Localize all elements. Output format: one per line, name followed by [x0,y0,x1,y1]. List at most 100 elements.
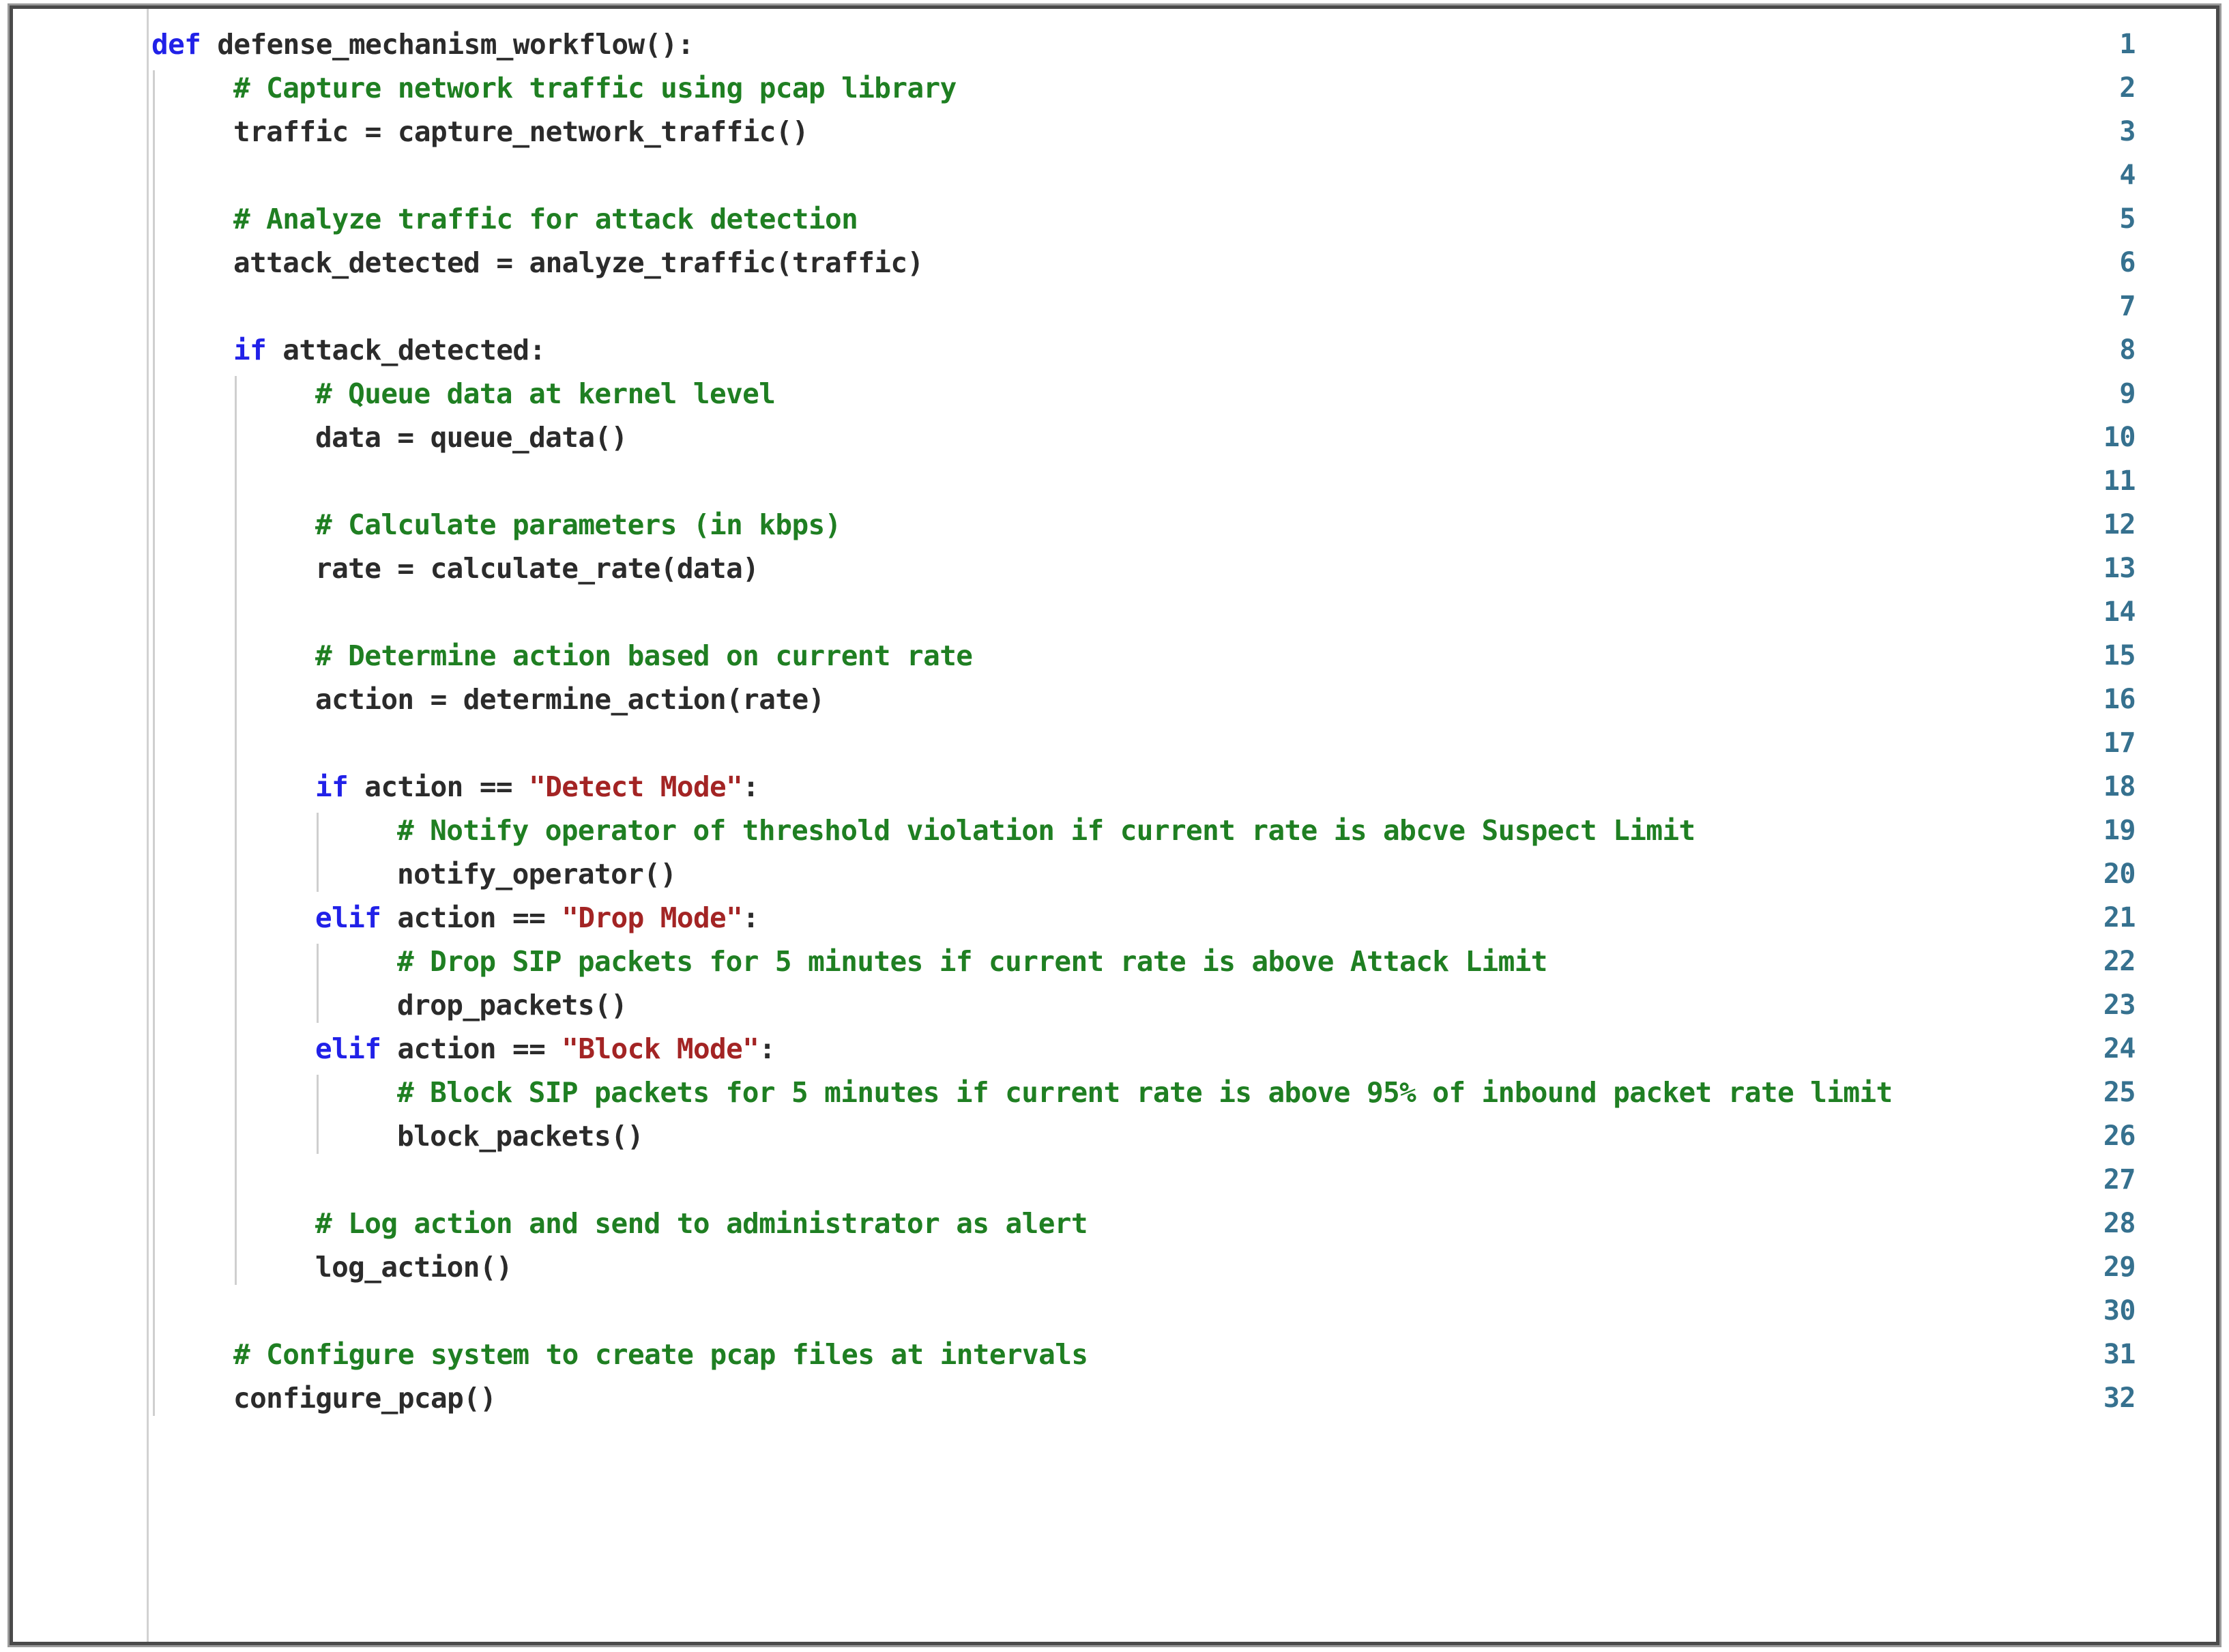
code-line[interactable]: # Analyze traffic for attack detection [233,197,858,241]
code-token-pln: action = determine_action(rate) [315,683,825,716]
line-number: 11 [2103,465,2136,497]
line-number: 28 [2103,1208,2136,1239]
code-line[interactable]: traffic = capture_network_traffic() [233,110,809,154]
code-token-pln: notify_operator() [397,858,677,890]
line-number-gutter [13,9,147,1642]
code-token-pln: attack_detected: [266,334,546,366]
code-token-pln: : [759,1032,776,1065]
code-token-pln: configure_pcap() [233,1382,497,1415]
line-number: 5 [2119,203,2136,235]
code-token-pln: drop_packets() [397,989,628,1021]
code-token-com: # Analyze traffic for attack detection [233,203,858,235]
indent-guide-level-3 [317,1075,319,1154]
indent-guide-level-2 [235,376,237,1285]
line-number: 16 [2103,684,2136,715]
indent-guide-level-3 [317,944,319,1023]
code-token-pln: attack_detected = analyze_traffic(traffi… [233,246,924,279]
line-number: 29 [2103,1251,2136,1283]
code-token-pln: action == [381,901,562,934]
code-line[interactable]: # Log action and send to administrator a… [315,1202,1088,1245]
line-number: 14 [2103,596,2136,628]
code-line[interactable]: log_action() [315,1245,513,1289]
line-number: 24 [2103,1033,2136,1064]
code-token-str: "Detect Mode" [529,770,743,803]
code-token-pln: data = queue_data() [315,421,628,454]
code-line[interactable]: # Calculate parameters (in kbps) [315,503,841,547]
code-token-pln: action == [348,770,529,803]
code-token-pln: : [742,901,759,934]
code-line[interactable]: # Block SIP packets for 5 minutes if cur… [397,1071,1893,1114]
code-line[interactable]: # Queue data at kernel level [315,372,776,416]
code-token-kw: if [315,770,349,803]
code-token-kw: def [151,28,201,61]
code-token-pln: defense_mechanism_workflow(): [201,28,694,61]
code-token-com: # Capture network traffic using pcap lib… [233,72,957,104]
code-token-pln: block_packets() [397,1120,644,1153]
line-number: 6 [2119,247,2136,278]
line-number: 9 [2119,378,2136,409]
code-line[interactable]: if attack_detected: [233,328,546,372]
line-number: 25 [2103,1077,2136,1108]
line-number: 12 [2103,509,2136,540]
code-token-pln: : [742,770,759,803]
code-line[interactable]: block_packets() [397,1114,644,1158]
line-number: 15 [2103,640,2136,671]
code-token-com: # Configure system to create pcap files … [233,1338,1088,1371]
code-line[interactable]: data = queue_data() [315,416,628,459]
code-token-pln: traffic = capture_network_traffic() [233,115,809,148]
indent-guide-level-3 [317,813,319,892]
code-token-str: "Drop Mode" [562,901,743,934]
code-line[interactable]: action = determine_action(rate) [315,678,825,721]
line-number: 27 [2103,1164,2136,1195]
line-number: 13 [2103,553,2136,584]
line-number: 30 [2103,1295,2136,1327]
line-number: 3 [2119,116,2136,147]
code-token-pln: rate = calculate_rate(data) [315,552,759,585]
line-number: 19 [2103,815,2136,846]
code-token-com: # Drop SIP packets for 5 minutes if curr… [397,945,1547,978]
code-line[interactable]: elif action == "Block Mode": [315,1027,776,1071]
code-line[interactable]: # Configure system to create pcap files … [233,1333,1088,1376]
line-number: 31 [2103,1339,2136,1370]
code-line[interactable]: drop_packets() [397,983,628,1027]
line-number: 18 [2103,771,2136,802]
line-number: 17 [2103,727,2136,759]
code-token-com: # Block SIP packets for 5 minutes if cur… [397,1076,1893,1109]
code-line[interactable]: attack_detected = analyze_traffic(traffi… [233,241,924,285]
code-line[interactable]: # Notify operator of threshold violation… [397,809,1695,852]
line-number: 7 [2119,291,2136,322]
code-token-com: # Log action and send to administrator a… [315,1207,1088,1240]
line-number: 4 [2119,160,2136,191]
line-number: 1 [2119,29,2136,60]
line-number: 26 [2103,1120,2136,1152]
code-token-pln: action == [381,1032,562,1065]
code-line[interactable]: elif action == "Drop Mode": [315,896,759,940]
code-line[interactable]: configure_pcap() [233,1376,497,1420]
code-line[interactable]: if action == "Detect Mode": [315,765,759,809]
code-line[interactable]: # Capture network traffic using pcap lib… [233,66,957,110]
code-line[interactable]: def defense_mechanism_workflow(): [151,23,694,66]
line-number: 20 [2103,858,2136,890]
code-token-com: # Notify operator of threshold violation… [397,814,1695,847]
line-number: 21 [2103,902,2136,933]
code-token-com: # Calculate parameters (in kbps) [315,508,841,541]
code-line[interactable]: # Determine action based on current rate [315,634,973,678]
line-number: 8 [2119,334,2136,366]
code-token-com: # Queue data at kernel level [315,377,776,410]
code-line[interactable]: notify_operator() [397,852,677,896]
code-line[interactable]: rate = calculate_rate(data) [315,547,759,590]
code-line[interactable]: # Drop SIP packets for 5 minutes if curr… [397,940,1547,983]
code-token-com: # Determine action based on current rate [315,639,973,672]
code-content[interactable]: def defense_mechanism_workflow(): # Captu… [13,9,2216,1642]
code-token-kw: if [233,334,267,366]
code-token-kw: elif [315,901,381,934]
line-number: 23 [2103,989,2136,1021]
line-number: 10 [2103,422,2136,453]
code-token-str: "Block Mode" [562,1032,759,1065]
line-number: 2 [2119,72,2136,104]
line-number: 32 [2103,1382,2136,1414]
code-token-kw: elif [315,1032,381,1065]
